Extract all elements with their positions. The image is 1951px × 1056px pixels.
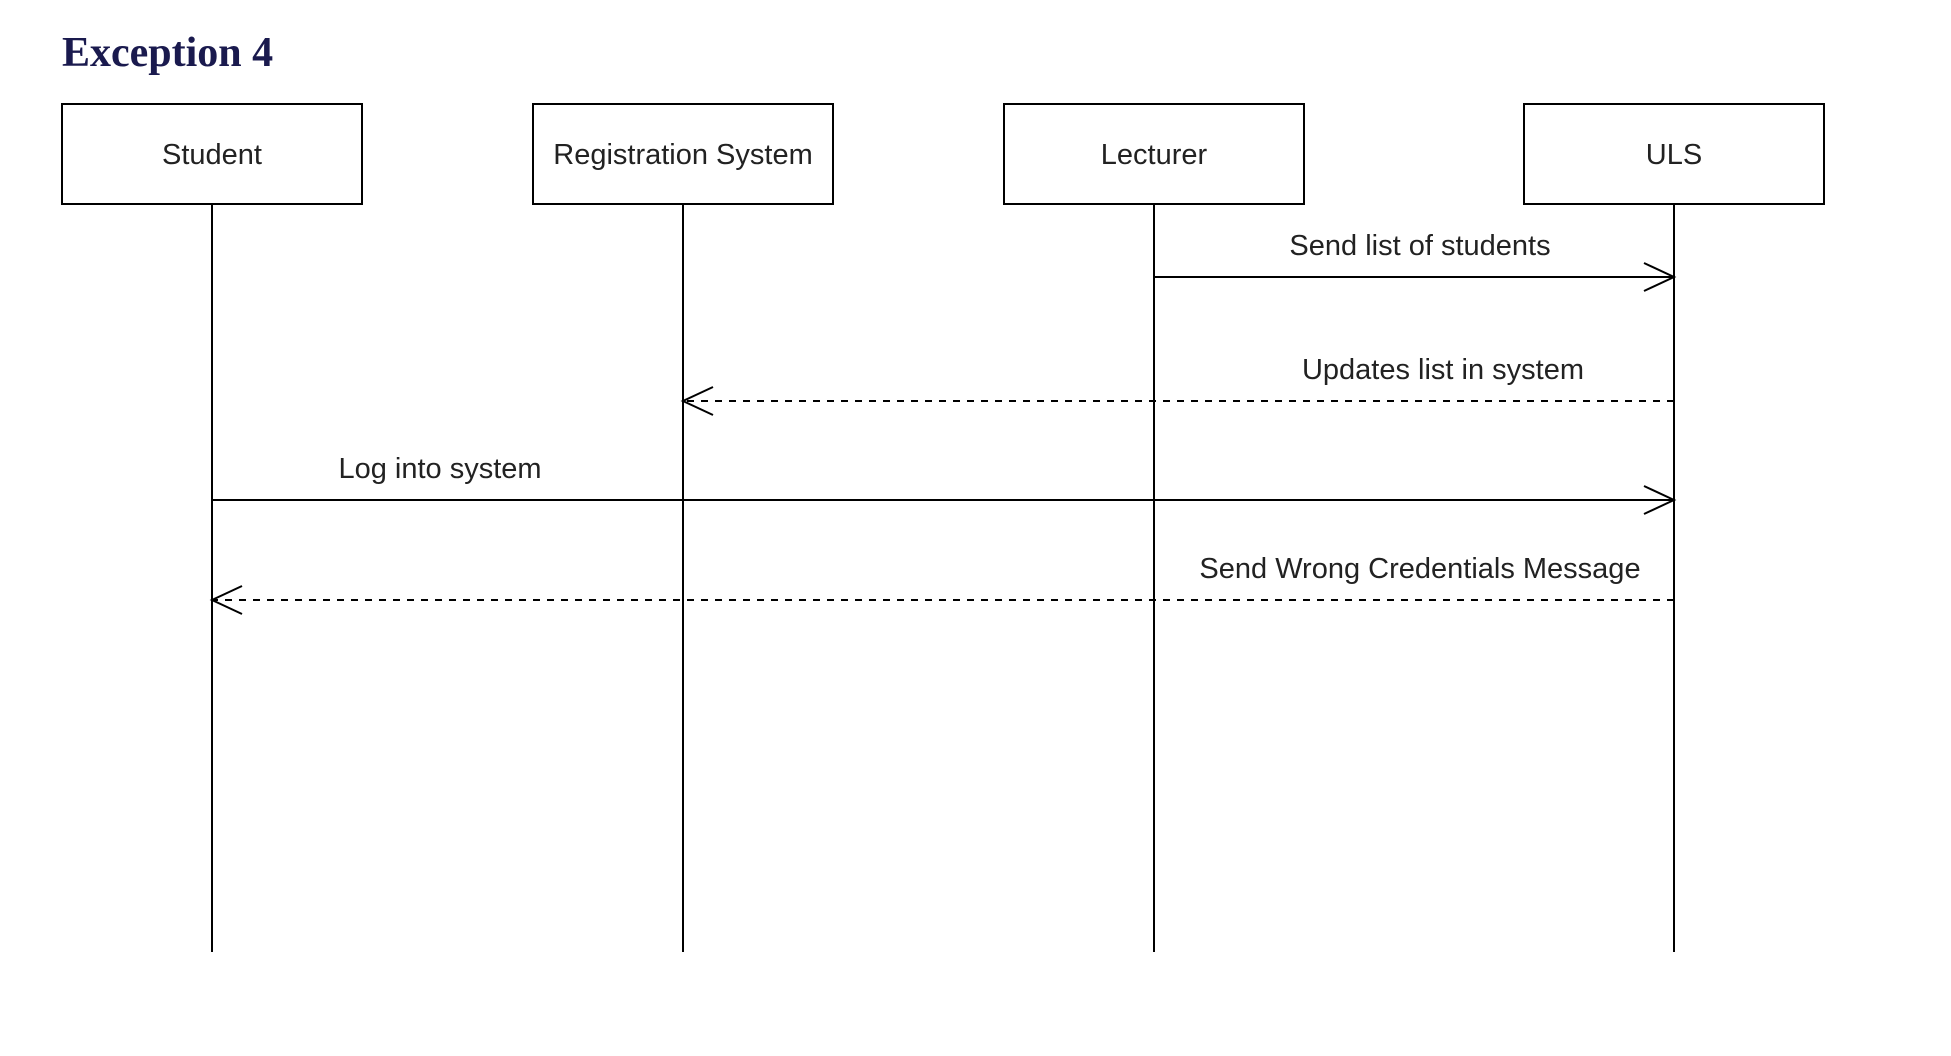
message-label: Updates list in system — [1302, 354, 1584, 386]
actor-label: Lecturer — [1101, 139, 1208, 171]
actor-uls: ULS — [1523, 103, 1825, 205]
message-3: Log into system — [212, 453, 1677, 515]
message-label: Log into system — [338, 453, 541, 485]
message-1: Send list of students — [1154, 230, 1677, 292]
actors: Student Registration System Lecturer ULS — [61, 103, 1825, 205]
page-title: Exception 4 — [62, 30, 274, 76]
actor-label: Registration System — [553, 139, 813, 171]
actor-label: Student — [162, 139, 262, 171]
arrowhead — [1643, 485, 1677, 515]
actor-box — [1003, 103, 1305, 205]
actor-label: ULS — [1646, 139, 1702, 171]
message-label: Send Wrong Credentials Message — [1199, 553, 1640, 585]
actor-student: Student — [61, 103, 363, 205]
message-label: Send list of students — [1289, 230, 1550, 262]
message-2: Updates list in system — [680, 354, 1674, 416]
message-4: Send Wrong Credentials Message — [209, 553, 1674, 615]
arrowhead — [209, 585, 243, 615]
lifelines — [211, 204, 1675, 952]
actor-box — [1523, 103, 1825, 205]
actor-box — [61, 103, 363, 205]
arrowhead — [1643, 262, 1677, 292]
actor-box — [532, 103, 834, 205]
actor-registration: Registration System — [532, 103, 834, 205]
arrowhead — [680, 386, 714, 416]
actor-lecturer: Lecturer — [1003, 103, 1305, 205]
